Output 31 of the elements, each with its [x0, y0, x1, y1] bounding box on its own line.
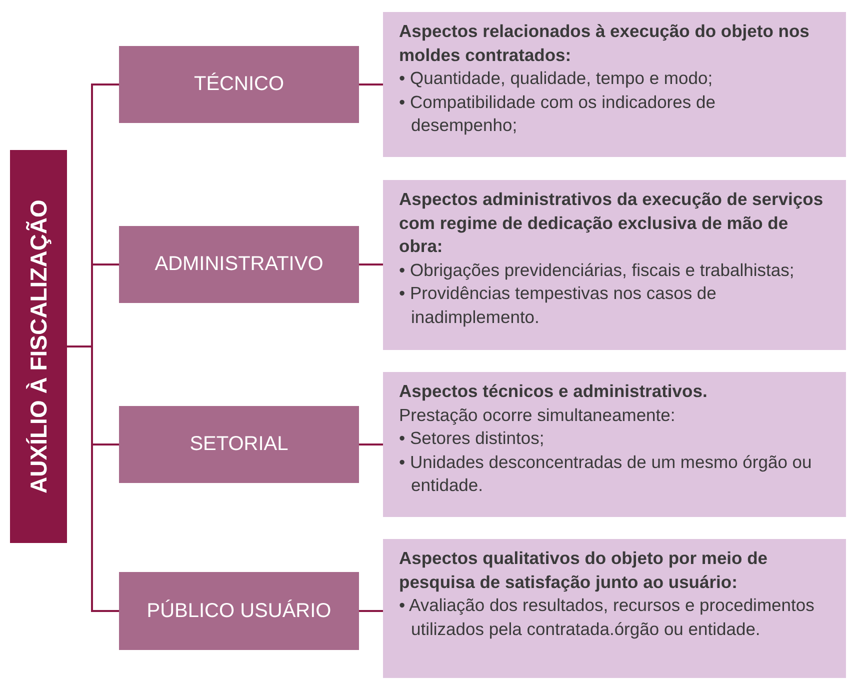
bullet-item: • Avaliação dos resultados, recursos e procedimentos utilizados pela contratada.órgão ou entidade.	[399, 594, 816, 641]
category-box	[119, 226, 359, 303]
description-box	[383, 539, 846, 678]
bullet-item: • Setores distintos;	[399, 427, 546, 450]
description-text: Prestação ocorre simultaneamente:	[399, 404, 676, 427]
bullet-item: • Providências tempestivas nos casos de inadimplemento.	[399, 282, 718, 329]
connector-line	[359, 84, 383, 86]
bullet-item: • Unidades desconcentradas de um mesmo órgão ou entidade.	[399, 450, 813, 497]
description-heading: Aspectos qualitativos do objeto por meio de pesquisa de satisfação junto ao usuário:	[399, 547, 769, 594]
description-box	[383, 12, 846, 157]
description-heading: Aspectos relacionados à execução do objeto nos moldes contratados:	[399, 20, 810, 66]
title-text: AUXÍLIO À FISCALIZAÇÃO	[25, 200, 52, 494]
connector-line	[67, 346, 119, 612]
category-box	[119, 406, 359, 483]
category-label: TÉCNICO	[194, 73, 284, 96]
description-box	[383, 372, 846, 517]
connector-line	[359, 444, 383, 446]
category-box	[119, 46, 359, 123]
category-label: SETORIAL	[190, 433, 288, 456]
bullet-item: • Quantidade, qualidade, tempo e modo;	[399, 67, 714, 90]
bullet-item: • Compatibilidade com os indicadores de desempenho;	[399, 90, 716, 137]
description-box	[383, 180, 846, 350]
connector-line	[359, 264, 383, 266]
connector-line	[359, 610, 383, 612]
description-heading: Aspectos técnicos e administrativos.	[399, 380, 708, 403]
bullet-item: • Obrigações previdenciárias, fiscais e trabalhistas;	[399, 258, 796, 282]
category-box	[119, 572, 359, 650]
title-bar	[10, 150, 67, 543]
description-heading: Aspectos administrativos da execução de serviços com regime de dedicação exclusiva de mão de obra:	[399, 188, 824, 258]
category-label: PÚBLICO USUÁRIO	[146, 600, 332, 622]
category-label: ADMINISTRATIVO	[154, 253, 324, 276]
